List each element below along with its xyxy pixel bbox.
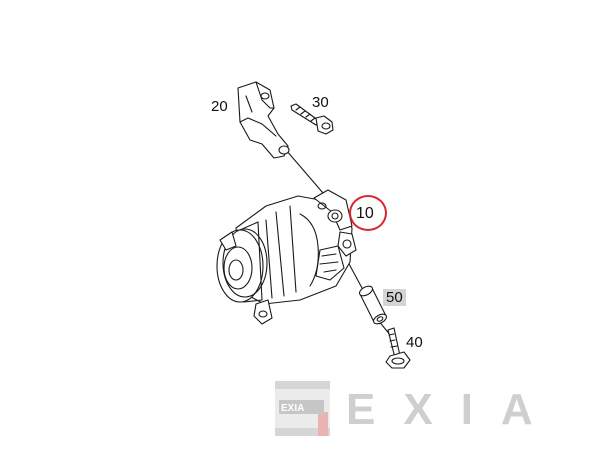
leader-line-50: [347, 261, 363, 289]
leader-line-20: [285, 149, 324, 194]
bolt-part-40: [385, 327, 411, 369]
watermark-logo-text: EXIA: [281, 403, 304, 414]
compressor-part-10: [216, 189, 357, 325]
watermark-logo: EXIA: [275, 381, 330, 436]
callout-40: 40: [406, 334, 423, 351]
callout-50: 50: [383, 289, 406, 306]
highlight-ring-10: [349, 195, 387, 231]
callout-30: 30: [312, 94, 329, 111]
callout-20: 20: [211, 98, 228, 115]
callout-10[interactable]: 10: [356, 205, 374, 222]
sleeve-part-50: [358, 285, 388, 325]
bracket-part-20: [237, 81, 290, 159]
bolt-part-30: [290, 103, 334, 135]
watermark-word: EXIA: [346, 385, 561, 434]
